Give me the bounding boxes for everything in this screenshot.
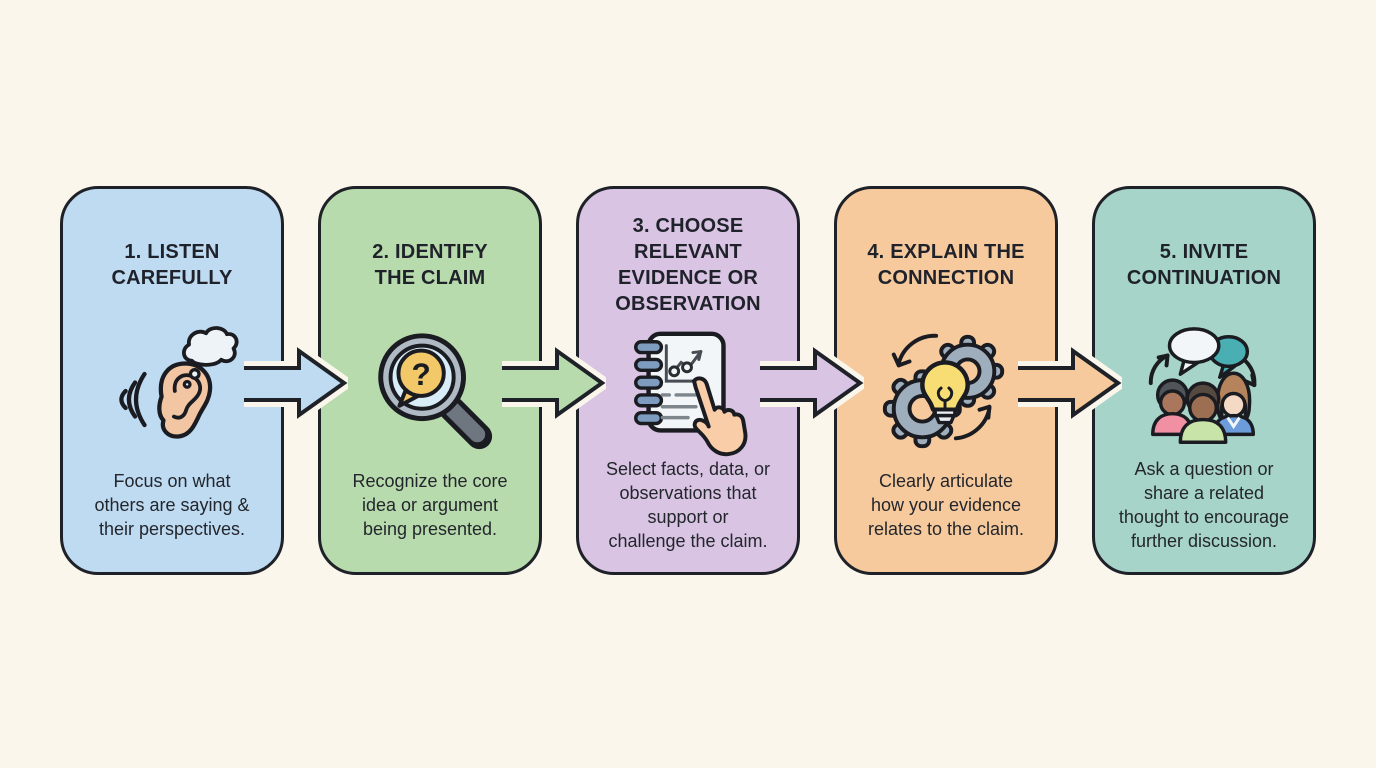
gears-lightbulb-icon <box>877 329 1015 453</box>
flow-arrow-1-2 <box>244 343 348 423</box>
step-1-description: Focus on what others are saying & their … <box>94 470 250 539</box>
step-5-description: Ask a question or share a related though… <box>1118 458 1290 551</box>
flow-arrow-2-3 <box>502 343 606 423</box>
step-4-title: 4. EXPLAIN THE CONNECTION <box>867 241 1025 289</box>
step-2-title: 2. IDENTIFY THE CLAIM <box>372 241 488 289</box>
flow-arrow-3-4 <box>760 343 864 423</box>
sound-waves <box>119 371 147 428</box>
spiral-rings <box>634 339 664 426</box>
step-card-5: 5. INVITE CONTINUATION <box>1092 186 1316 575</box>
step-card-3: 3. CHOOSE RELEVANT EVIDENCE OR OBSERVATI… <box>576 186 800 575</box>
step-3-description: Select facts, data, or observations that… <box>605 458 771 551</box>
step-4-description: Clearly articulate how your evidence rel… <box>867 470 1025 539</box>
step-3-title: 3. CHOOSE RELEVANT EVIDENCE OR OBSERVATI… <box>615 215 761 315</box>
ear-listening-icon <box>101 326 243 453</box>
person-center <box>1178 381 1228 444</box>
magnifier-question-icon: ? <box>361 329 499 453</box>
flow-arrow-4-5 <box>1018 343 1122 423</box>
thought-cloud <box>182 326 239 367</box>
cycle-arrows <box>891 333 992 441</box>
step-5-title: 5. INVITE CONTINUATION <box>1126 241 1282 289</box>
step-2-description: Recognize the core idea or argument bein… <box>352 470 508 539</box>
white-speech-bubble <box>1167 327 1221 376</box>
step-1-title: 1. LISTEN CAREFULLY <box>111 241 233 289</box>
people-discussion-icon <box>1135 327 1273 453</box>
svg-text:?: ? <box>411 356 430 392</box>
pointing-hand <box>691 376 748 457</box>
notebook-chart-hand-icon <box>619 329 757 457</box>
